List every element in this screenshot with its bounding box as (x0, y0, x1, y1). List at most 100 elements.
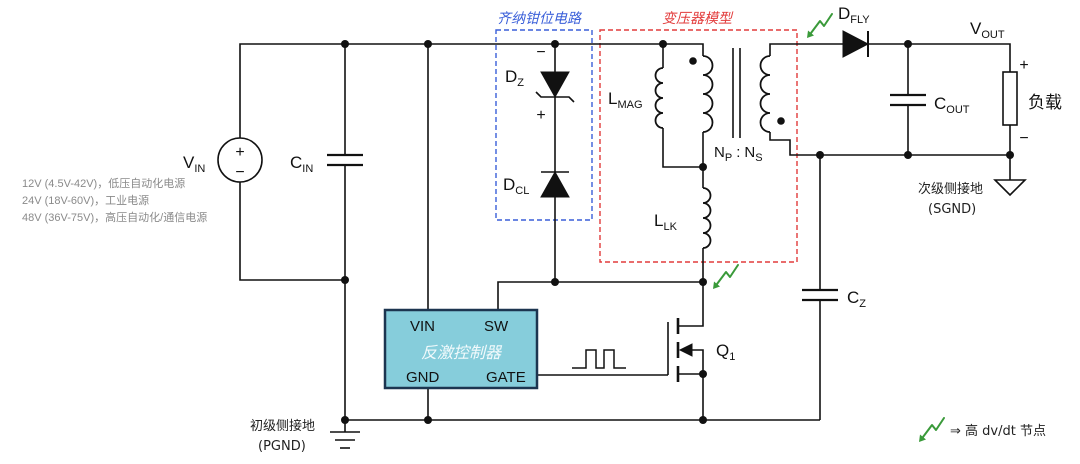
pgnd-tag: (PGND) (258, 439, 306, 454)
gate-pulse-waveform (572, 349, 626, 369)
cz-label-main: C (847, 288, 859, 307)
cin-label-main: C (290, 153, 302, 172)
junction-dot (424, 40, 432, 48)
junction-dot (1006, 151, 1014, 159)
turns-ratio-label: NP:NS (714, 144, 763, 164)
load-label: 负载 (1028, 93, 1062, 113)
dfly-label-main: D (838, 4, 850, 23)
lightning-arrowhead-icon (919, 434, 926, 442)
load-plus-sign: + (1019, 57, 1028, 74)
clamp-diode-triangle (540, 170, 570, 198)
vin-note-48v: 48V (36V-75V)，高压自动化/通信电源 (22, 210, 207, 224)
junction-dot (699, 163, 707, 171)
transformer-model-title: 变压器模型 (662, 11, 734, 27)
dcl-label-main: D (503, 175, 515, 194)
primary-ground: 初级侧接地 (PGND) (250, 418, 360, 454)
vin-note-24v: 24V (18V-60V)，工业电源 (22, 193, 149, 207)
q1-label-subscript: 1 (729, 351, 735, 363)
wire-mosfet-body (690, 349, 704, 374)
controller-pin-gate: GATE (486, 369, 526, 386)
cz-label-subscript: Z (859, 298, 866, 310)
magnetizing-inductor-coil (654, 67, 664, 129)
junction-dot (659, 40, 667, 48)
transformer-model: LMAG NP:NS LLK (608, 48, 785, 249)
legend: ⇒ 高 dv/dt 节点 (919, 417, 1046, 442)
junction-dot (551, 40, 559, 48)
wire-top-primary-rail (239, 43, 704, 138)
zener-minus-sign: − (536, 44, 545, 61)
wire-mosfet-source (678, 373, 704, 420)
wire-vin-return (239, 182, 345, 281)
junction-dot (424, 416, 432, 424)
lmag-label-main: L (608, 89, 617, 108)
wire-lmag-bottom (662, 128, 703, 168)
vout-label-main: V (970, 19, 982, 38)
vin-plus-sign: + (235, 144, 244, 161)
dvdt-marker-switch-node (713, 264, 739, 289)
lightning-arrow-icon (810, 13, 833, 34)
lmag-label: LMAG (608, 89, 643, 111)
junction-dots (341, 40, 1014, 424)
zener-clamp-circuit: − + DZ DCL (503, 44, 575, 198)
junction-dot (341, 416, 349, 424)
dcl-label: DCL (503, 175, 529, 197)
legend-dvdt-icon (919, 417, 945, 442)
vout-label-subscript: OUT (981, 29, 1005, 41)
junction-dot (699, 416, 707, 424)
zener-plus-sign: + (536, 107, 545, 124)
flyback-controller: VIN SW 反激控制器 GND GATE (383, 308, 539, 390)
transformer-model-dashed-box (599, 29, 798, 263)
cout-label-subscript: OUT (946, 104, 970, 116)
controller-body (383, 308, 539, 390)
junction-dot (904, 40, 912, 48)
pgnd-name: 初级侧接地 (250, 418, 315, 434)
vin-label-subscript: IN (194, 163, 205, 175)
llk-label-main: L (654, 211, 663, 230)
wire-secondary-return (769, 132, 1011, 180)
dz-label-main: D (505, 67, 517, 86)
controller-pin-gnd: GND (406, 369, 440, 386)
secondary-polarity-dot (777, 117, 785, 125)
voltage-source-symbol (217, 137, 263, 183)
cin-label: CIN (290, 153, 313, 175)
lightning-arrow-icon (922, 417, 945, 438)
junction-dot (699, 278, 707, 286)
lightning-arrowhead-icon (807, 30, 814, 38)
secondary-ground: 次级侧接地 (SGND) (918, 179, 1027, 217)
zener-diode-bar (535, 91, 575, 103)
switch-node-capacitor: CZ (802, 288, 866, 310)
dfly-triangle (842, 30, 870, 58)
junction-dot (904, 151, 912, 159)
mosfet-q1: Q1 (667, 318, 735, 382)
load-minus-sign: − (1019, 130, 1028, 147)
llk-label-subscript: LK (663, 221, 677, 233)
output-stage: VOUT COUT + 负载 − (890, 19, 1062, 147)
dvdt-marker-dfly (807, 13, 833, 38)
cout-label: COUT (934, 94, 970, 116)
cz-label: CZ (847, 288, 866, 310)
zener-clamp-title: 齐纳钳位电路 (497, 11, 582, 27)
mosfet-body-arrow (678, 343, 693, 357)
vout-label: VOUT (970, 19, 1005, 41)
junction-dot (551, 278, 559, 286)
ns-subscript: S (755, 152, 762, 164)
wiring (239, 43, 1011, 432)
output-rectifier-diode: DFLY (838, 4, 870, 58)
dfly-label: DFLY (838, 4, 870, 26)
cin-label-subscript: IN (302, 163, 313, 175)
controller-pin-sw: SW (484, 318, 509, 335)
lightning-arrow-icon (716, 264, 739, 285)
wire-output-rail (868, 43, 1011, 72)
ns-main: N (744, 144, 755, 161)
dz-label-subscript: Z (517, 77, 524, 89)
np-main: N (714, 144, 725, 161)
secondary-winding-coil (759, 55, 771, 133)
q1-label: Q1 (716, 341, 735, 363)
wire-switch-node (497, 281, 703, 310)
controller-pin-vin: VIN (410, 318, 435, 335)
vin-label-main: V (183, 153, 195, 172)
llk-label: LLK (654, 211, 678, 233)
zener-diode-triangle (540, 71, 570, 99)
dcl-label-subscript: CL (515, 185, 529, 197)
